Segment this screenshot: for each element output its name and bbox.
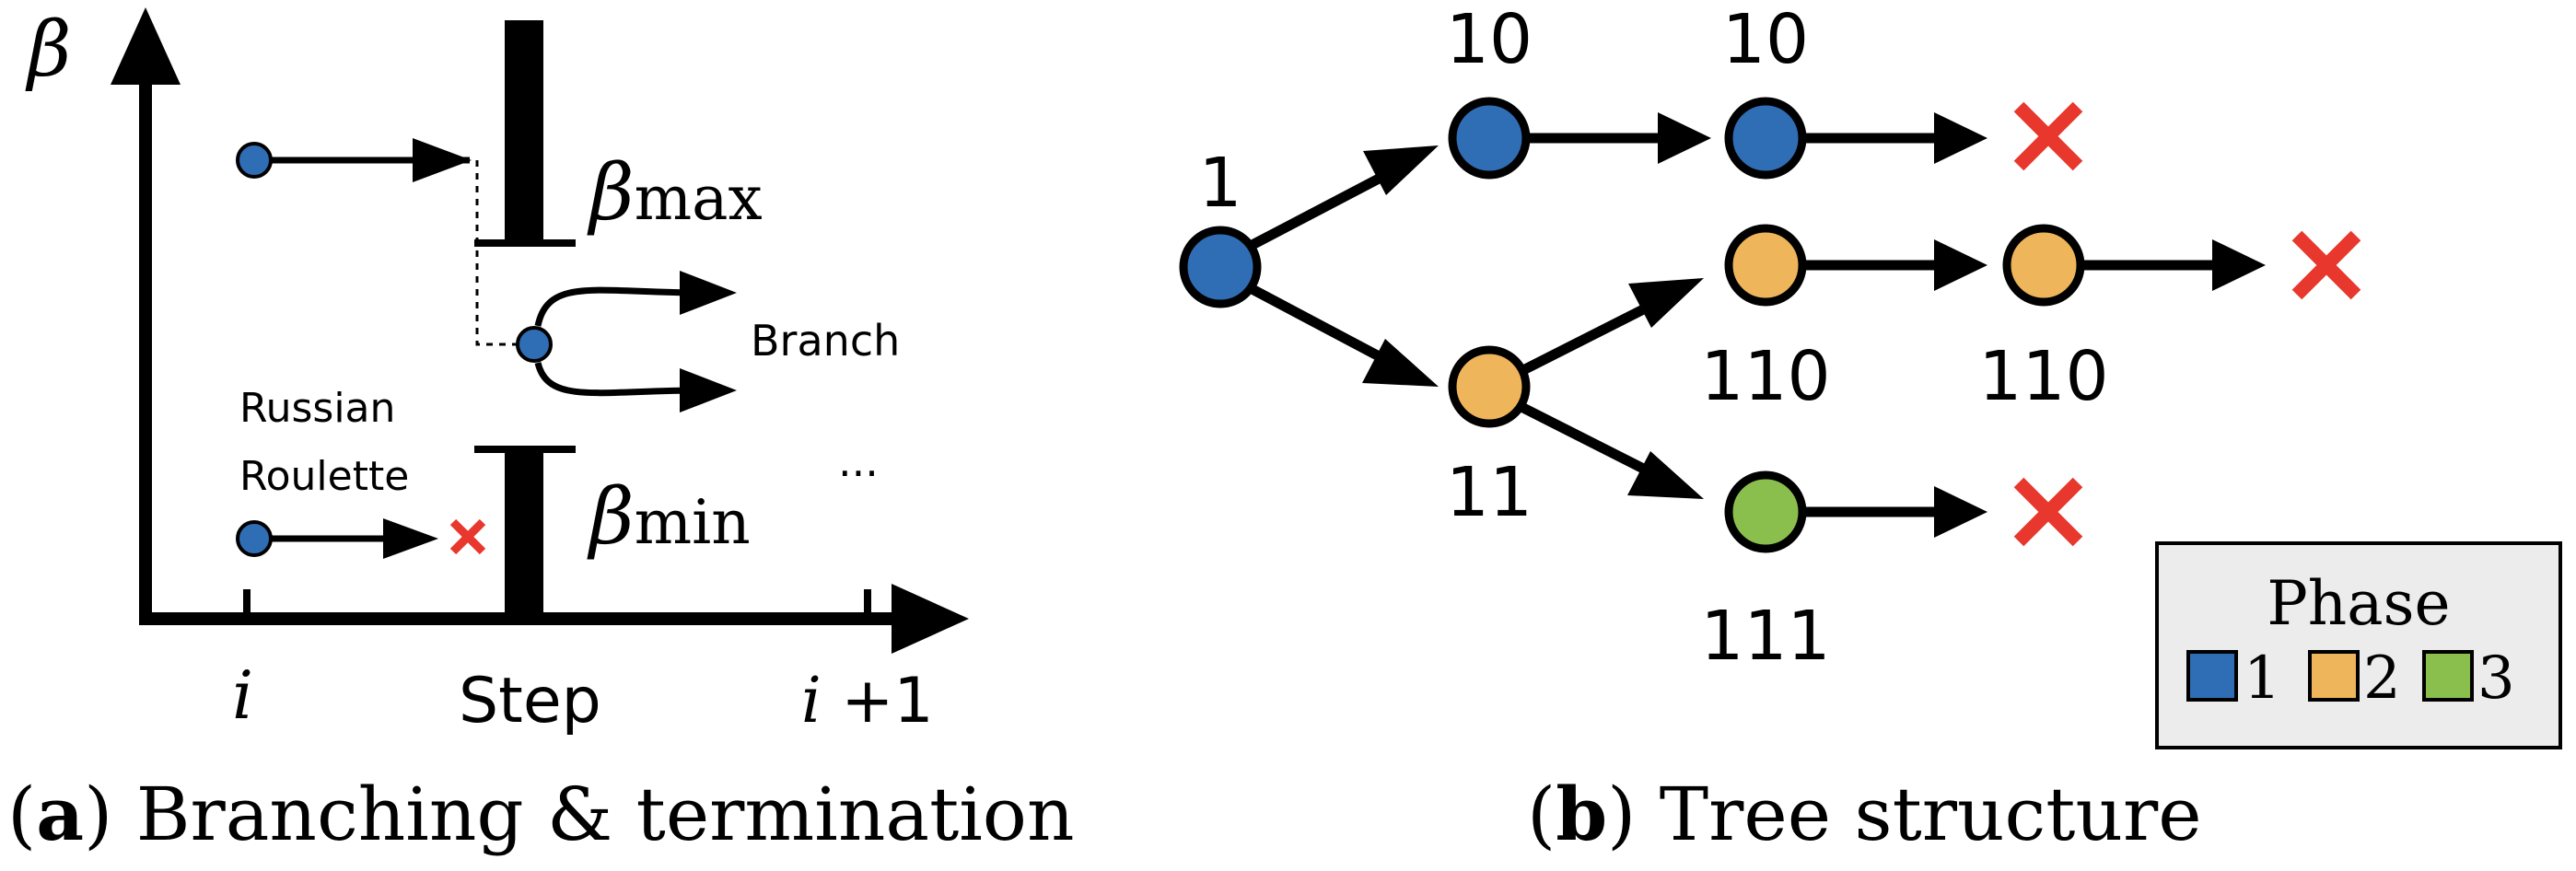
dashed-drop-line [475,160,532,346]
x-axis-label: Step [459,665,601,737]
arrowhead-110-term [2212,239,2266,291]
branch-lower-curve [534,362,701,397]
tree-node-110b-label: 110 [1978,337,2108,416]
beta-max-subscript: max [635,163,763,234]
panel-a: β βmax βmin Branch Russian Roulette ··· … [7,6,1075,857]
y-axis-label: β [25,6,71,94]
arrowhead-1-10 [1363,145,1439,195]
caption-b: (b) Tree structure [1527,771,2202,857]
panel-b: 1 10 10 11 110 110 111 Phase 1 2 3 (b) T… [1179,0,2562,857]
caption-a: (a) Branching & termination [7,771,1075,857]
arrowhead-1-11 [1362,339,1439,387]
beta-max-label: βmax [587,147,763,238]
tree-node-10b-label: 10 [1722,0,1809,79]
legend-swatch-1 [2186,650,2238,702]
beta-min-subscript: min [635,487,751,558]
legend-title: Phase [2267,568,2450,639]
branch-upper-curve [534,286,701,327]
y-axis-arrowhead [111,7,181,85]
branch-label: Branch [751,316,900,366]
beta-min-symbol: β [587,471,635,562]
beta-min-bar [505,449,543,624]
tick-label-plus-one: +1 [822,665,934,737]
tree-node-11 [1448,345,1531,428]
tree-node-10b [1724,97,1807,180]
legend-label-2: 2 [2363,645,2401,713]
beta-min-label: βmin [587,471,751,562]
edge-1-10 [1242,163,1403,253]
upper-particle [236,142,273,179]
legend-label-3: 3 [2477,645,2515,713]
caption-b-letter: b [1556,771,1607,857]
beta-max-symbol: β [587,147,635,238]
branch-particle [516,326,553,363]
tree-node-111-label: 111 [1700,597,1830,676]
branch-upper-arrowhead [680,271,737,315]
roulette-label-line2: Roulette [239,453,409,500]
tree-node-10a [1448,97,1531,180]
legend-swatch-3 [2422,650,2474,702]
legend-label-1: 1 [2244,645,2281,713]
tree-node-10a-label: 10 [1446,0,1533,79]
ellipsis: ··· [838,448,879,498]
edge-1-11 [1242,281,1401,371]
legend-box [2155,541,2562,749]
tick-label-i-var: i [801,665,822,737]
terminate-icon [2013,477,2083,547]
tree-node-110a [1724,224,1807,307]
tree-node-110a-label: 110 [1700,337,1830,416]
tick-label-i: i [232,656,253,734]
branch-lower-arrowhead [680,368,737,412]
tree-node-1 [1179,226,1262,308]
terminate-icon [2291,230,2361,300]
arrowhead-10-10 [1658,112,1711,164]
arrowhead-111-term [1934,486,1987,538]
caption-a-letter: a [36,771,84,857]
tick-label-i-plus-1: i +1 [801,665,934,737]
terminate-icon [2013,101,2083,171]
lower-path-arrowhead [383,518,438,559]
roulette-terminate-icon [449,518,486,555]
arrowhead-11-110 [1628,278,1704,328]
arrowhead-10-term [1934,112,1987,164]
beta-max-bar [505,20,543,241]
tree-node-111 [1724,470,1807,553]
phase-legend: Phase 1 2 3 [2155,541,2562,749]
arrowhead-110-110 [1934,239,1987,291]
tree-node-11-label: 11 [1446,453,1533,532]
upper-path-arrowhead [413,138,472,182]
arrowhead-11-111 [1627,451,1704,499]
lower-particle [236,520,273,557]
tree-node-1-label: 1 [1198,144,1241,223]
roulette-label-line1: Russian [239,385,395,432]
caption-b-text: Tree structure [1660,772,2202,857]
legend-swatch-2 [2308,650,2360,702]
tree-node-110b [2002,224,2085,307]
x-axis-arrowhead [892,584,969,654]
caption-a-text: Branching & termination [136,772,1075,857]
